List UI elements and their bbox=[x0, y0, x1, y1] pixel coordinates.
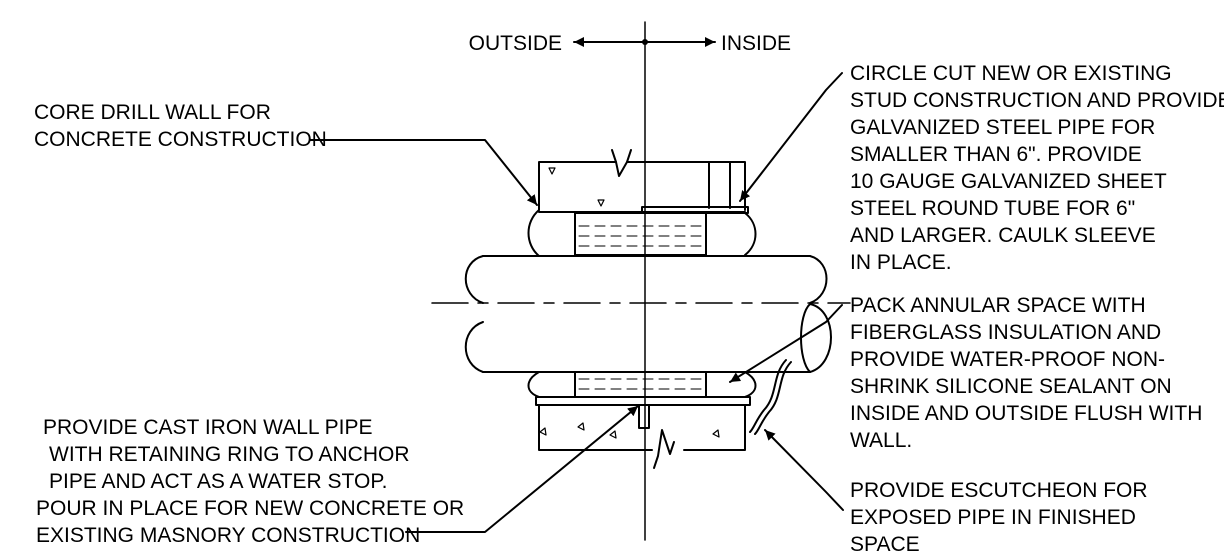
svg-text:SHRINK SILICONE SEALANT ON: SHRINK SILICONE SEALANT ON bbox=[850, 375, 1172, 398]
concrete-aggregate-marks bbox=[539, 167, 720, 439]
svg-text:STUD CONSTRUCTION AND PROVIDE: STUD CONSTRUCTION AND PROVIDE bbox=[850, 89, 1224, 112]
lower-wall-outline bbox=[538, 404, 746, 451]
circle-cut-note: CIRCLE CUT NEW OR EXISTING STUD CONSTRUC… bbox=[850, 62, 1224, 274]
lower-annular-space bbox=[574, 371, 707, 398]
svg-text:FIBERGLASS INSULATION AND: FIBERGLASS INSULATION AND bbox=[850, 321, 1161, 344]
pipe-outline bbox=[482, 255, 811, 373]
pack-annular-note: PACK ANNULAR SPACE WITH FIBERGLASS INSUL… bbox=[850, 294, 1202, 452]
svg-text:WITH RETAINING RING TO ANCHOR: WITH RETAINING RING TO ANCHOR bbox=[49, 443, 410, 466]
svg-text:CONCRETE CONSTRUCTION: CONCRETE CONSTRUCTION bbox=[34, 128, 327, 151]
svg-text:PROVIDE WATER-PROOF NON-: PROVIDE WATER-PROOF NON- bbox=[850, 348, 1165, 371]
upper-right-wall-curve bbox=[744, 212, 757, 256]
lower-left-wall-curve bbox=[527, 371, 540, 398]
svg-text:CIRCLE CUT NEW OR EXISTING: CIRCLE CUT NEW OR EXISTING bbox=[850, 62, 1172, 85]
svg-text:STEEL ROUND TUBE FOR 6": STEEL ROUND TUBE FOR 6" bbox=[850, 197, 1135, 220]
upper-wall-break bbox=[611, 149, 632, 177]
svg-text:10 GAUGE GALVANIZED SHEET: 10 GAUGE GALVANIZED SHEET bbox=[850, 170, 1167, 193]
escutcheon-plate-inner bbox=[754, 361, 792, 435]
outside-label: OUTSIDE bbox=[469, 32, 562, 55]
svg-text:PROVIDE CAST IRON WALL PIPE: PROVIDE CAST IRON WALL PIPE bbox=[43, 416, 372, 439]
core-drill-leader bbox=[309, 139, 538, 206]
svg-text:POUR IN PLACE FOR NEW CONCRETE: POUR IN PLACE FOR NEW CONCRETE OR bbox=[36, 497, 464, 520]
pipe-bottom-right-bulge bbox=[809, 303, 832, 373]
retaining-ring-plate bbox=[535, 396, 751, 406]
svg-text:SMALLER THAN 6". PROVIDE: SMALLER THAN 6". PROVIDE bbox=[850, 143, 1142, 166]
svg-text:AND LARGER. CAULK SLEEVE: AND LARGER. CAULK SLEEVE bbox=[850, 224, 1156, 247]
water-stop-lug bbox=[638, 404, 650, 429]
svg-text:GALVANIZED STEEL PIPE FOR: GALVANIZED STEEL PIPE FOR bbox=[850, 116, 1155, 139]
upper-left-wall-curve bbox=[527, 209, 540, 257]
lower-wall-break bbox=[653, 429, 675, 469]
lower-insulation-hatch bbox=[578, 378, 703, 390]
svg-text:PROVIDE ESCUTCHEON FOR: PROVIDE ESCUTCHEON FOR bbox=[850, 479, 1148, 502]
pipe-top-left-bulge bbox=[464, 255, 484, 304]
escutcheon-note: PROVIDE ESCUTCHEON FOR EXPOSED PIPE IN F… bbox=[850, 479, 1148, 556]
upper-insulation-hatch bbox=[578, 225, 703, 247]
pipe-cut-end-right bbox=[800, 303, 811, 373]
escutcheon-leader bbox=[764, 429, 844, 511]
pack-annular-leader bbox=[729, 304, 843, 383]
svg-text:INSIDE AND OUTSIDE FLUSH WITH: INSIDE AND OUTSIDE FLUSH WITH bbox=[850, 402, 1202, 425]
svg-text:WALL.: WALL. bbox=[850, 429, 912, 452]
pipe-bottom-left-bulge bbox=[464, 321, 484, 373]
upper-annular-space bbox=[574, 212, 707, 256]
svg-text:SPACE: SPACE bbox=[850, 533, 920, 556]
svg-text:EXISTING MASNORY CONSTRUCTION: EXISTING MASNORY CONSTRUCTION bbox=[36, 524, 420, 547]
pipe-top-right-bulge bbox=[809, 255, 828, 304]
core-drill-note: CORE DRILL WALL FOR CONCRETE CONSTRUCTIO… bbox=[34, 101, 327, 151]
cast-iron-leader bbox=[405, 405, 639, 533]
upper-wall-outline bbox=[538, 161, 746, 211]
svg-text:EXPOSED PIPE IN FINISHED: EXPOSED PIPE IN FINISHED bbox=[850, 506, 1136, 529]
circle-cut-leader bbox=[739, 72, 843, 202]
cast-iron-note: PROVIDE CAST IRON WALL PIPE WITH RETAINI… bbox=[36, 416, 464, 547]
escutcheon-plate bbox=[749, 359, 787, 433]
svg-text:IN PLACE.: IN PLACE. bbox=[850, 251, 952, 274]
lower-right-wall-curve bbox=[744, 371, 757, 398]
svg-text:PACK ANNULAR SPACE WITH: PACK ANNULAR SPACE WITH bbox=[850, 294, 1146, 317]
inside-label: INSIDE bbox=[721, 32, 791, 55]
svg-text:CORE DRILL WALL FOR: CORE DRILL WALL FOR bbox=[34, 101, 271, 124]
svg-text:PIPE AND ACT AS A WATER STOP.: PIPE AND ACT AS A WATER STOP. bbox=[49, 470, 387, 493]
